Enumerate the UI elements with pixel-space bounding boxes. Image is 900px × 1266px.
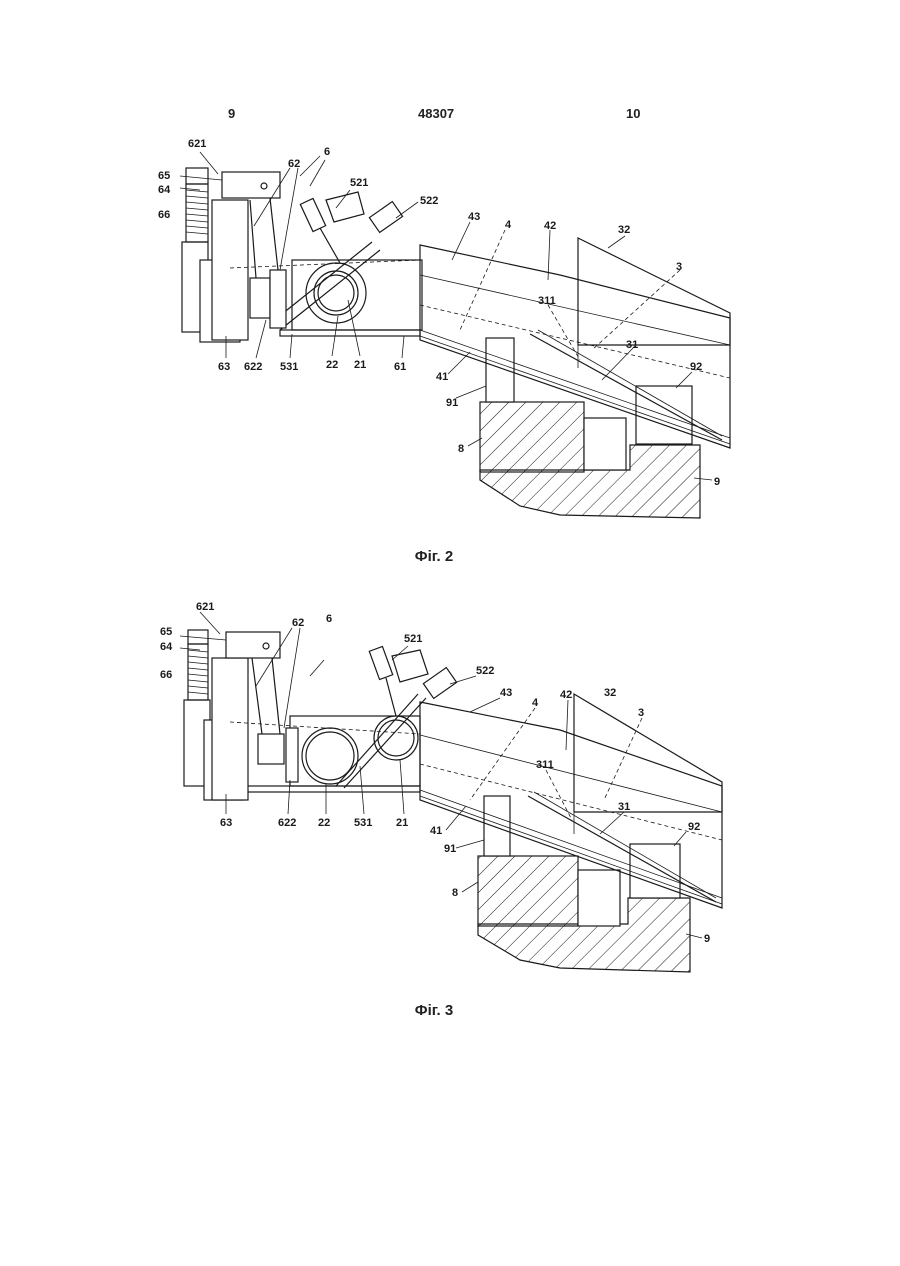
- label-42: 42: [560, 689, 572, 701]
- gap-block: [578, 870, 620, 926]
- label-21: 21: [354, 359, 366, 371]
- platform-61: [280, 330, 420, 336]
- label-66: 66: [160, 669, 172, 681]
- label-32: 32: [618, 224, 630, 236]
- label-66: 66: [158, 209, 170, 221]
- roller-22: [302, 728, 358, 784]
- roller-21: [374, 716, 418, 760]
- label-41: 41: [436, 371, 448, 383]
- roller-21: [306, 263, 366, 323]
- label-62: 62: [288, 158, 300, 170]
- patent-number: 48307: [418, 106, 454, 121]
- label-622: 622: [278, 817, 296, 829]
- label-522: 522: [476, 665, 494, 677]
- label-9: 9: [704, 933, 710, 945]
- label-521: 521: [404, 633, 422, 645]
- label-32: 32: [604, 687, 616, 699]
- label-63: 63: [220, 817, 232, 829]
- spring-66: [188, 644, 208, 700]
- figure-2-drawing: 621 65 64 66 62 6 521 522 43 4 42 32 3 3…: [0, 130, 900, 530]
- spring-66: [186, 184, 208, 242]
- page-number-left: 9: [228, 106, 235, 121]
- block-8: [478, 856, 578, 926]
- label-311: 311: [536, 759, 554, 771]
- label-521: 521: [350, 177, 368, 189]
- label-31: 31: [626, 339, 638, 351]
- stop-91: [484, 796, 510, 856]
- label-6: 6: [326, 613, 332, 625]
- gap-block: [584, 418, 626, 470]
- label-42: 42: [544, 220, 556, 232]
- figure-3-drawing: 621 65 64 66 62 6 521 522 43 4 42 32 3 3…: [0, 590, 900, 990]
- stop-91: [486, 338, 514, 402]
- page-number-right: 10: [626, 106, 640, 121]
- label-41: 41: [430, 825, 442, 837]
- label-8: 8: [452, 887, 458, 899]
- label-92: 92: [688, 821, 700, 833]
- label-92: 92: [690, 361, 702, 373]
- leader-lines: [180, 612, 702, 938]
- label-531: 531: [280, 361, 298, 373]
- block-8: [480, 402, 584, 472]
- label-4: 4: [532, 697, 539, 709]
- label-62: 62: [292, 617, 304, 629]
- label-8: 8: [458, 443, 464, 455]
- label-3: 3: [676, 261, 682, 273]
- label-6: 6: [324, 146, 330, 158]
- label-63: 63: [218, 361, 230, 373]
- label-9: 9: [714, 476, 720, 488]
- label-64: 64: [158, 184, 171, 196]
- label-31: 31: [618, 801, 630, 813]
- label-43: 43: [468, 211, 480, 223]
- label-522: 522: [420, 195, 438, 207]
- label-64: 64: [160, 641, 173, 653]
- figure-3-caption: Фіг. 3: [374, 1002, 494, 1019]
- label-65: 65: [160, 626, 172, 638]
- label-621: 621: [196, 601, 214, 613]
- label-531: 531: [354, 817, 372, 829]
- label-22: 22: [318, 817, 330, 829]
- label-311: 311: [538, 295, 556, 307]
- label-65: 65: [158, 170, 170, 182]
- mechanism-6: [182, 168, 420, 342]
- label-3: 3: [638, 707, 644, 719]
- label-4: 4: [505, 219, 512, 231]
- label-622: 622: [244, 361, 262, 373]
- label-91: 91: [444, 843, 456, 855]
- label-621: 621: [188, 138, 206, 150]
- label-43: 43: [500, 687, 512, 699]
- label-61: 61: [394, 361, 406, 373]
- label-91: 91: [446, 397, 458, 409]
- label-22: 22: [326, 359, 338, 371]
- figure-2-caption: Фіг. 2: [374, 548, 494, 565]
- label-21: 21: [396, 817, 408, 829]
